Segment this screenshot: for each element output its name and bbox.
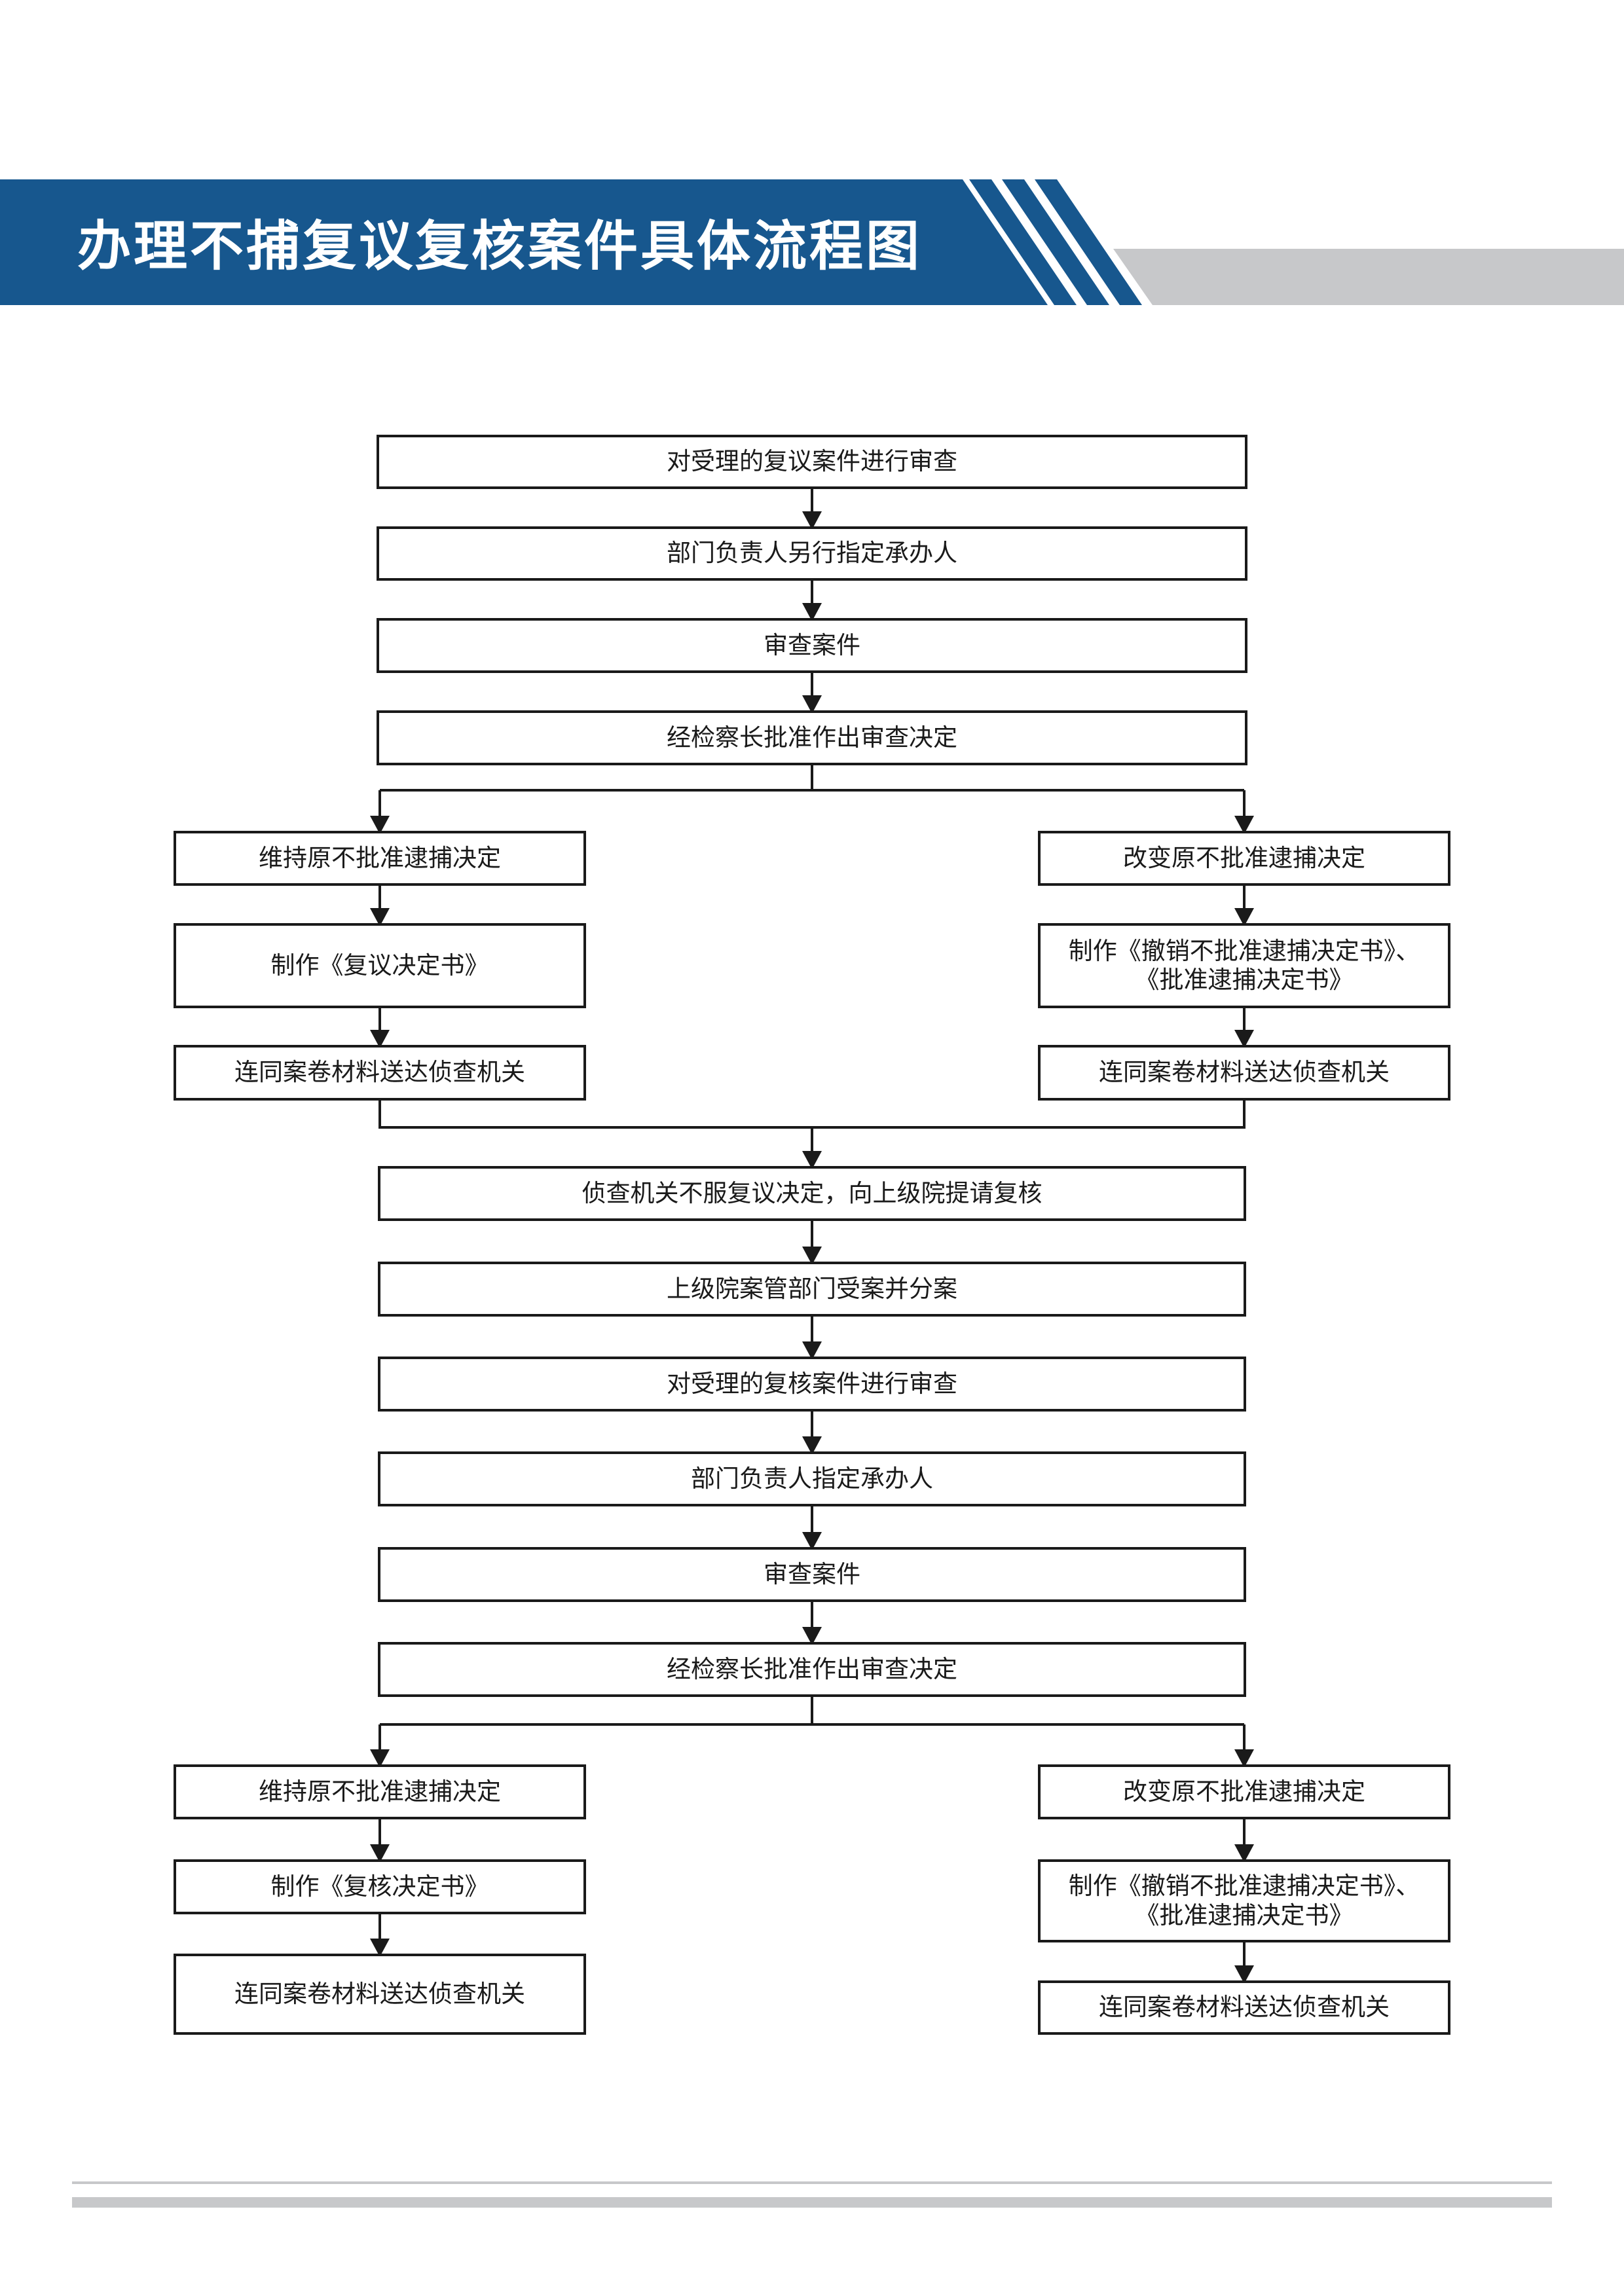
node-s2-review: 对受理的复核案件进行审查 xyxy=(378,1357,1246,1412)
node-s1-left-send-label: 连同案卷材料送达侦查机关 xyxy=(234,1058,525,1087)
node-s1-right-change-label: 改变原不批准逮捕决定 xyxy=(1123,843,1365,872)
node-s2-decide: 经检察长批准作出审查决定 xyxy=(378,1642,1246,1697)
node-s2-decide-label: 经检察长批准作出审查决定 xyxy=(667,1654,957,1683)
node-s1-right-document: 制作《撤销不批准逮捕决定书》、《批准逮捕决定书》 xyxy=(1038,923,1450,1008)
line-s1-split xyxy=(380,764,813,792)
node-s1-examine: 审查案件 xyxy=(377,618,1247,673)
node-s2-right-change-label: 改变原不批准逮捕决定 xyxy=(1123,1777,1365,1806)
footer-rule-thick xyxy=(72,2197,1552,2208)
node-s1-right-document-line1: 制作《撤销不批准逮捕决定书》、 xyxy=(1068,936,1420,965)
node-s1-left-document: 制作《复议决定书》 xyxy=(174,923,586,1008)
header-gray-bar xyxy=(1113,249,1624,305)
node-s2-accept-label: 上级院案管部门受案并分案 xyxy=(667,1274,957,1303)
node-s1-right-send-label: 连同案卷材料送达侦查机关 xyxy=(1099,1058,1390,1087)
node-s2-left-maintain-label: 维持原不批准逮捕决定 xyxy=(259,1777,501,1806)
node-s2-assign: 部门负责人指定承办人 xyxy=(378,1451,1246,1506)
node-s2-examine: 审查案件 xyxy=(378,1547,1246,1602)
header-blue-band xyxy=(0,179,1048,305)
header-stripe-3 xyxy=(1035,179,1142,305)
node-s1-left-send: 连同案卷材料送达侦查机关 xyxy=(174,1045,586,1101)
node-s2-left-document-label: 制作《复核决定书》 xyxy=(270,1872,489,1901)
node-s2-right-document-line1: 制作《撤销不批准逮捕决定书》、 xyxy=(1068,1872,1420,1901)
node-s2-left-maintain: 维持原不批准逮捕决定 xyxy=(174,1764,586,1819)
page-title: 办理不捕复议复核案件具体流程图 xyxy=(77,215,923,278)
node-s2-examine-label: 审查案件 xyxy=(764,1559,860,1588)
node-s1-decide: 经检察长批准作出审查决定 xyxy=(377,710,1247,765)
node-s2-left-send-label: 连同案卷材料送达侦查机关 xyxy=(234,1979,525,2008)
node-s2-right-document: 制作《撤销不批准逮捕决定书》、《批准逮捕决定书》 xyxy=(1038,1859,1450,1942)
node-s2-right-change: 改变原不批准逮捕决定 xyxy=(1038,1764,1450,1819)
node-s2-right-document-line2: 《批准逮捕决定书》 xyxy=(1135,1901,1354,1929)
node-s1-examine-label: 审查案件 xyxy=(764,630,860,659)
node-s2-left-send: 连同案卷材料送达侦查机关 xyxy=(174,1954,586,2035)
node-s1-right-document-line2: 《批准逮捕决定书》 xyxy=(1135,966,1354,994)
node-s1-left-maintain-label: 维持原不批准逮捕决定 xyxy=(259,843,501,872)
node-s2-appeal-label: 侦查机关不服复议决定，向上级院提请复核 xyxy=(581,1178,1043,1207)
node-s2-assign-label: 部门负责人指定承办人 xyxy=(691,1464,933,1493)
node-s1-review: 对受理的复议案件进行审查 xyxy=(377,435,1247,489)
node-s2-right-send-label: 连同案卷材料送达侦查机关 xyxy=(1099,1993,1390,2022)
node-s1-right-change: 改变原不批准逮捕决定 xyxy=(1038,831,1450,886)
node-s1-left-document-label: 制作《复议决定书》 xyxy=(270,951,489,979)
line-s2-split xyxy=(380,1696,813,1726)
node-s2-appeal: 侦查机关不服复议决定，向上级院提请复核 xyxy=(378,1166,1246,1221)
node-s2-right-send: 连同案卷材料送达侦查机关 xyxy=(1038,1980,1450,2035)
node-s1-review-label: 对受理的复议案件进行审查 xyxy=(667,447,957,476)
line-merge xyxy=(378,1099,1246,1129)
node-s2-left-document: 制作《复核决定书》 xyxy=(174,1859,586,1914)
footer-rule-thin xyxy=(72,2181,1552,2184)
node-s1-assign-label: 部门负责人另行指定承办人 xyxy=(667,539,957,568)
node-s1-decide-label: 经检察长批准作出审查决定 xyxy=(667,723,957,752)
node-s1-assign: 部门负责人另行指定承办人 xyxy=(377,526,1247,581)
node-s1-left-maintain: 维持原不批准逮捕决定 xyxy=(174,831,586,886)
header-stripe-2 xyxy=(1002,179,1109,305)
node-s1-right-send: 连同案卷材料送达侦查机关 xyxy=(1038,1045,1450,1101)
header-banner xyxy=(0,179,1624,305)
node-s2-review-label: 对受理的复核案件进行审查 xyxy=(667,1369,957,1398)
node-s2-accept: 上级院案管部门受案并分案 xyxy=(378,1262,1246,1317)
header-stripe-1 xyxy=(969,179,1077,305)
